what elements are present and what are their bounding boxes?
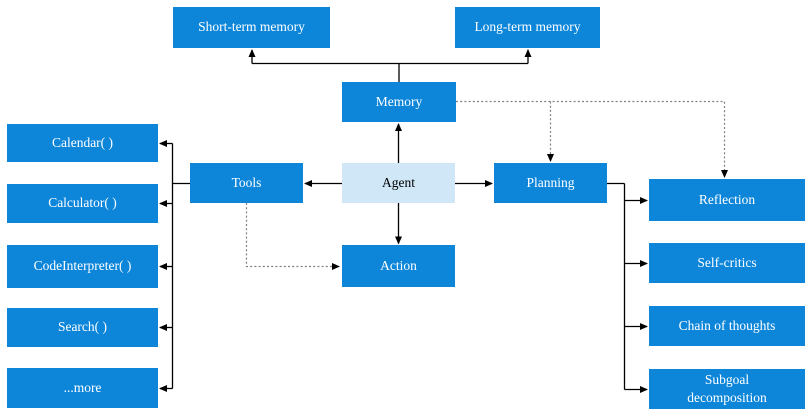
edge-memory-to-memory-types — [248, 49, 532, 82]
node-search: Search( ) — [7, 308, 158, 347]
node-chain-of-thoughts: Chain of thoughts — [649, 306, 805, 346]
node-more: ...more — [7, 368, 158, 408]
node-long-term-memory: Long-term memory — [455, 7, 600, 48]
node-agent: Agent — [342, 163, 455, 203]
node-action: Action — [342, 245, 455, 287]
node-reflection: Reflection — [649, 179, 805, 221]
node-calendar: Calendar( ) — [7, 124, 158, 162]
node-calculator: Calculator( ) — [7, 184, 158, 223]
edge-tools-to-action-dotted — [245, 203, 340, 270]
edge-planning-to-planning-items — [607, 182, 648, 393]
edge-memory-to-reflection-dotted — [456, 100, 728, 178]
edge-tools-to-tool-items — [159, 140, 190, 392]
node-memory: Memory — [342, 82, 456, 122]
node-codeinterpreter: CodeInterpreter( ) — [7, 245, 158, 288]
node-tools: Tools — [190, 163, 303, 203]
node-subgoal-decomposition: Subgoal decomposition — [649, 369, 805, 409]
node-self-critics: Self-critics — [649, 243, 805, 283]
node-planning: Planning — [494, 163, 607, 203]
node-short-term-memory: Short-term memory — [173, 7, 330, 48]
